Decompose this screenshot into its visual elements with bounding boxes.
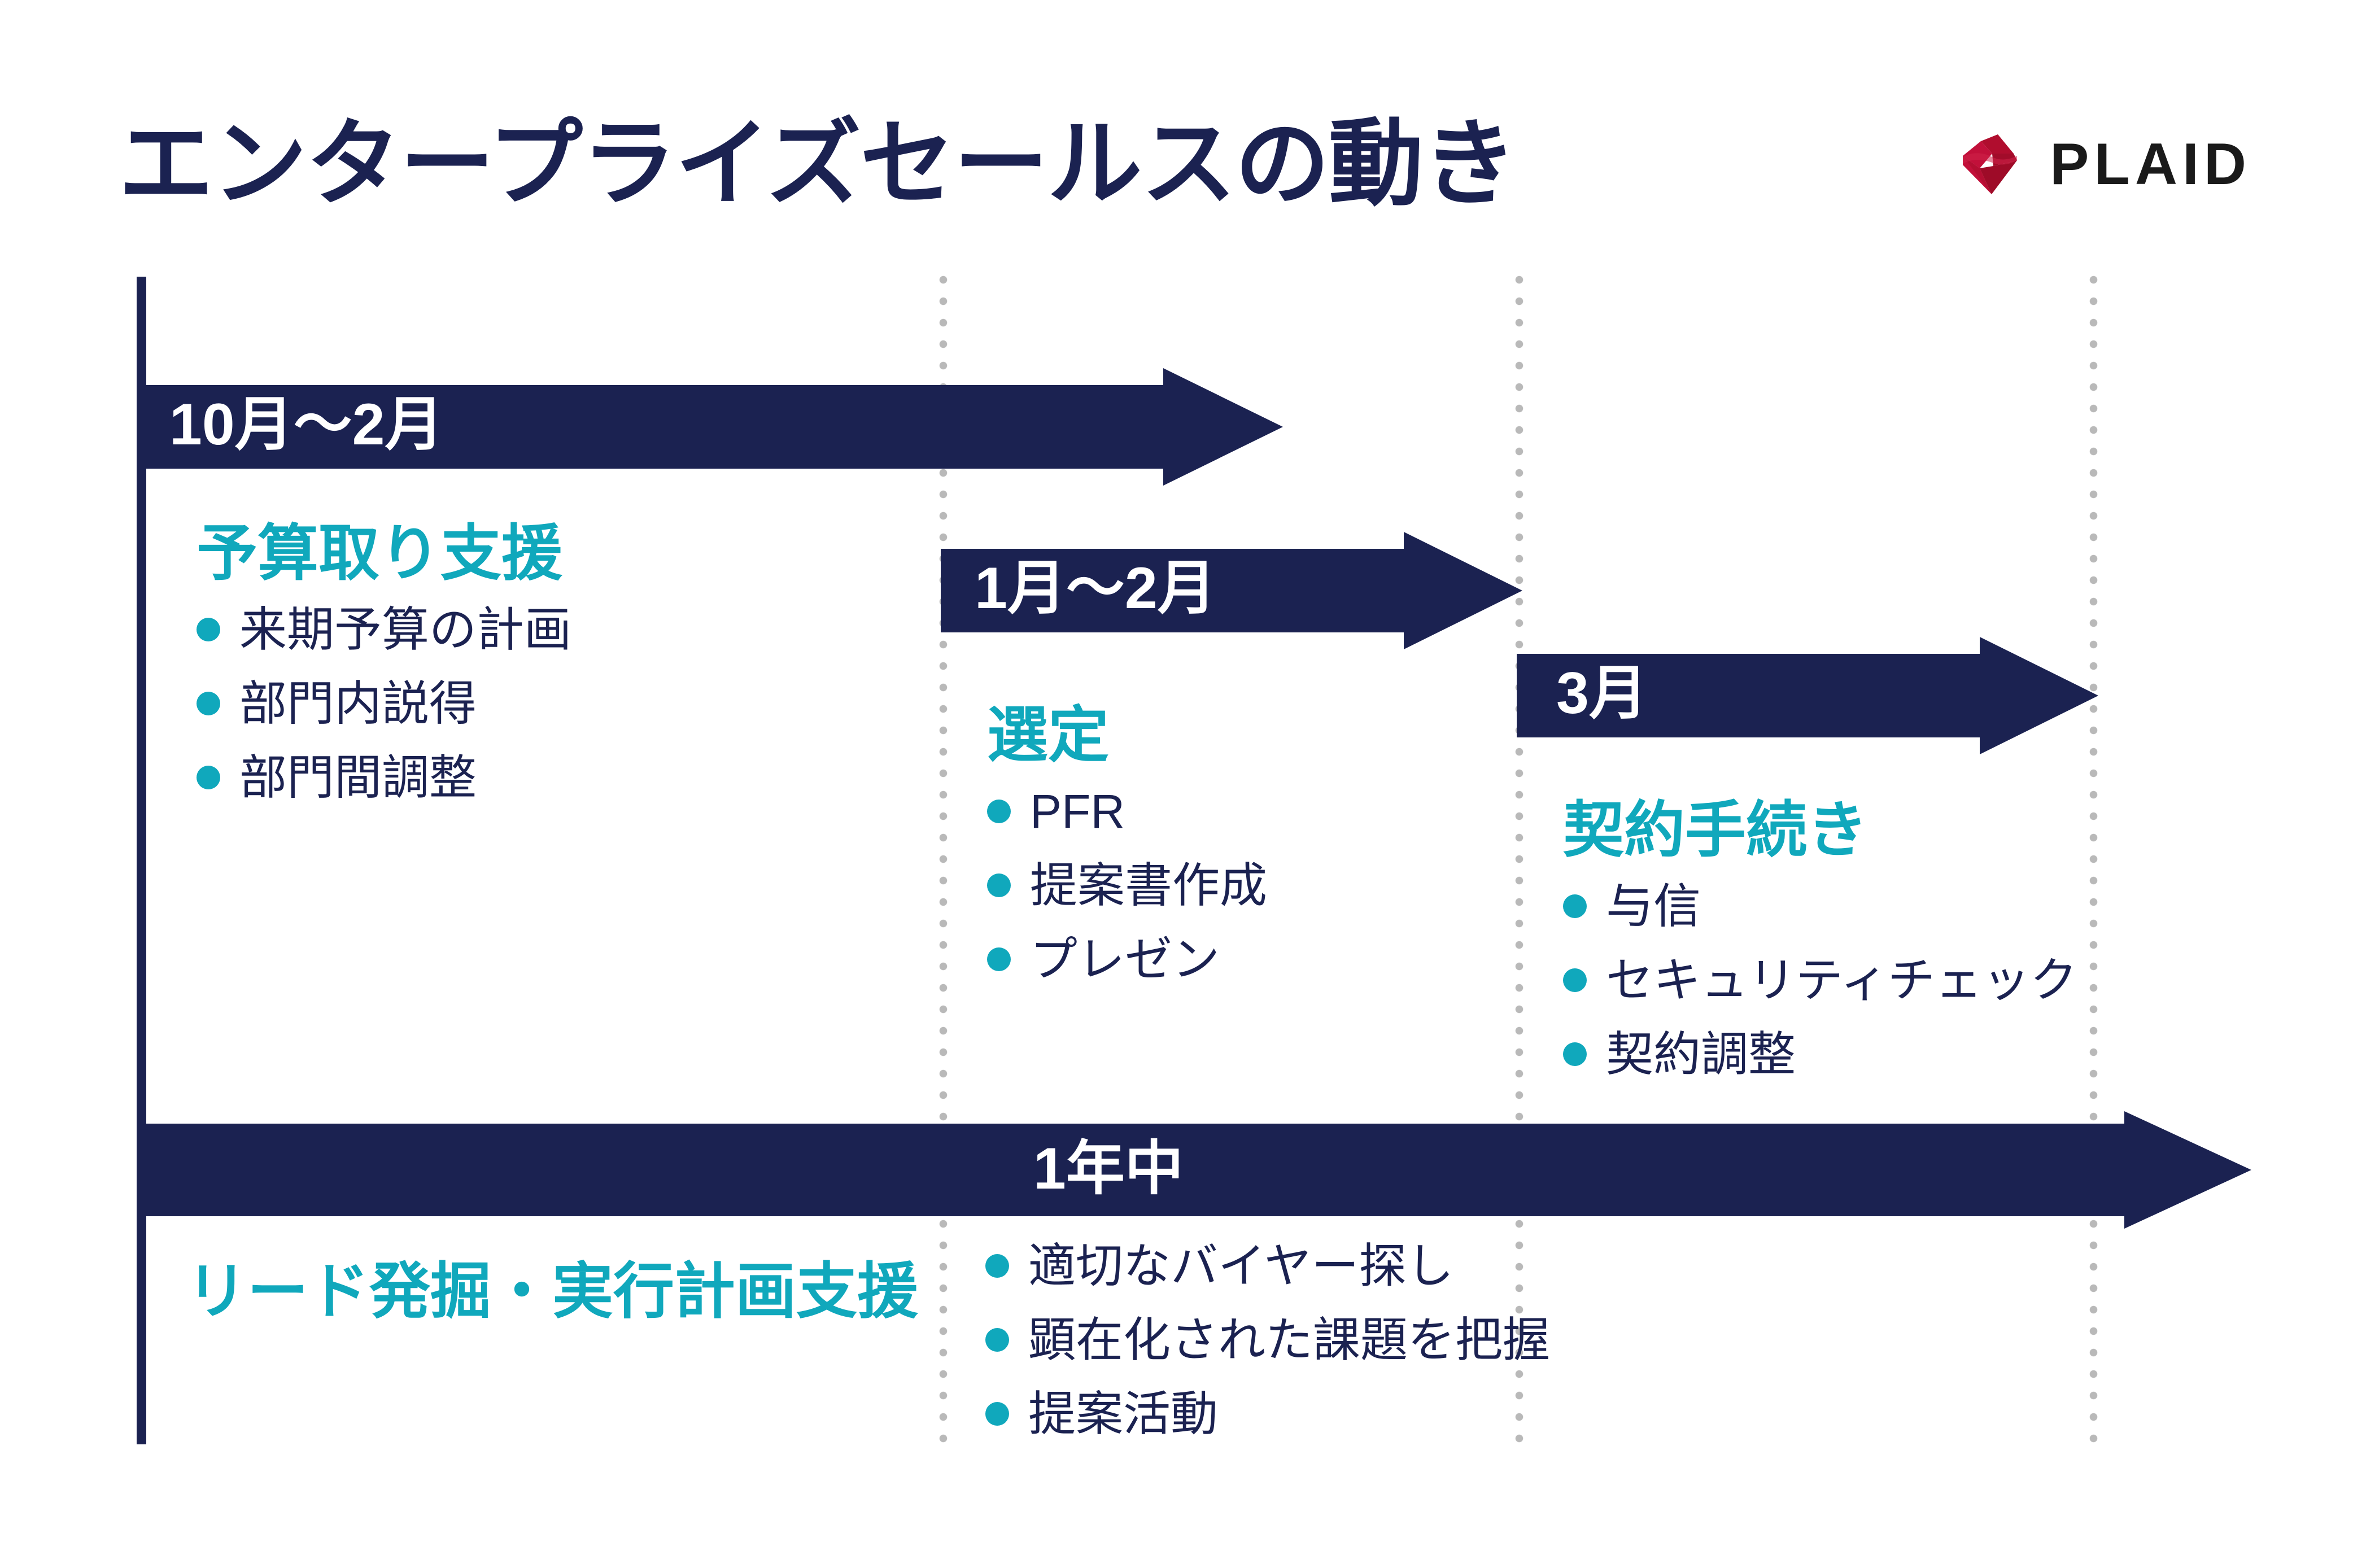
- bullet-dot-icon: [1563, 1042, 1587, 1066]
- bullet-dot-icon: [987, 873, 1011, 898]
- list-item: 契約調整: [1563, 1026, 2077, 1083]
- bullet-text: 適切なバイヤー探し: [1028, 1239, 1454, 1292]
- bullet-text: 提案書作成: [1030, 858, 1268, 912]
- bullet-dot-icon: [985, 1328, 1009, 1352]
- bullet-dot-icon: [985, 1254, 1009, 1278]
- bullet-dot-icon: [1563, 894, 1587, 919]
- bullet-dot-icon: [985, 1401, 1009, 1426]
- bullet-dot-icon: [197, 692, 220, 716]
- bullet-text: 部門内説得: [239, 676, 477, 730]
- bullet-text: 部門間調整: [239, 750, 477, 804]
- bullet-dot-icon: [987, 800, 1011, 824]
- ongoing-heading: リード発掘・実行計画支援: [186, 1257, 919, 1325]
- phase-bullet-list-3: 与信 セキュリティチェック 契約調整: [1563, 878, 2077, 1082]
- list-item: 与信: [1563, 878, 2077, 935]
- phase-arrow-2: [941, 532, 1522, 649]
- phase-arrow-label-1: 10月～2月: [169, 392, 444, 457]
- list-item: 提案活動: [985, 1386, 1550, 1443]
- list-item: 提案書作成: [987, 857, 1267, 914]
- bullet-text: セキュリティチェック: [1606, 953, 2077, 1007]
- divider-dotted-3: [2089, 276, 2098, 1450]
- list-item: 適切なバイヤー探し: [985, 1238, 1550, 1295]
- plaid-logo: PLAID: [1958, 131, 2251, 198]
- phase-heading-3: 契約手続き: [1563, 796, 1869, 864]
- plaid-diamond-heart-logo-icon: [1958, 131, 2025, 198]
- bullet-text: 与信: [1606, 879, 1701, 933]
- list-item: 来期予算の計画: [197, 601, 571, 658]
- bullet-dot-icon: [987, 947, 1011, 971]
- ongoing-arrow-label: 1年中: [1033, 1136, 1184, 1202]
- bullet-text: PFR: [1030, 784, 1125, 838]
- list-item: PFR: [987, 783, 1267, 840]
- ongoing-arrow: [137, 1111, 2251, 1229]
- list-item: 顕在化された課題を把握: [985, 1312, 1550, 1369]
- phase-block-3: 契約手続き 与信 セキュリティチェック 契約調整: [1563, 796, 2077, 1099]
- ongoing-bullet-list: 適切なバイヤー探し 顕在化された課題を把握 提案活動: [985, 1238, 1550, 1459]
- phase-arrow-3: [1517, 637, 2098, 754]
- phase-heading-2: 選定: [987, 701, 1110, 769]
- bullet-text: 来期予算の計画: [239, 602, 572, 656]
- phase-heading-1: 予算取り支援: [197, 519, 563, 587]
- list-item: 部門間調整: [197, 749, 571, 806]
- phase-block-2: 選定 PFR 提案書作成 プレゼン: [987, 701, 1267, 1004]
- plaid-wordmark: PLAID: [2050, 132, 2251, 197]
- page-title: エンタープライズセールスの動き: [119, 111, 1517, 217]
- bullet-text: プレゼン: [1030, 932, 1220, 986]
- bullet-dot-icon: [197, 618, 220, 642]
- bullet-text: 提案活動: [1028, 1387, 1219, 1440]
- list-item: 部門内説得: [197, 675, 571, 732]
- phase-arrow-1: [137, 368, 1283, 486]
- phase-bullet-list-2: PFR 提案書作成 プレゼン: [987, 783, 1267, 988]
- list-item: プレゼン: [987, 931, 1267, 988]
- bullet-dot-icon: [197, 765, 220, 789]
- phase-arrow-label-2: 1月～2月: [975, 556, 1216, 621]
- phase-arrow-label-3: 3月: [1556, 661, 1648, 726]
- bullet-dot-icon: [1563, 968, 1587, 993]
- phase-bullet-list-1: 来期予算の計画 部門内説得 部門間調整: [197, 601, 571, 806]
- list-item: セキュリティチェック: [1563, 952, 2077, 1009]
- bullet-text: 契約調整: [1606, 1027, 1796, 1081]
- bullet-text: 顕在化された課題を把握: [1028, 1313, 1551, 1366]
- phase-block-1: 予算取り支援 来期予算の計画 部門内説得 部門間調整: [197, 519, 571, 823]
